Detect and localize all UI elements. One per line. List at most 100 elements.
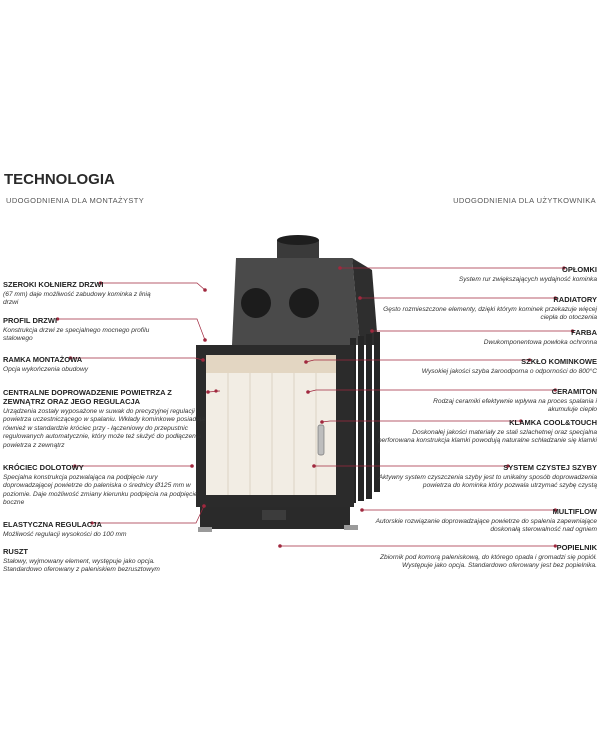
feature-description: Specjalna konstrukcja pozwalająca na pod… <box>3 474 198 507</box>
callout-end-dot <box>506 464 510 468</box>
feature-right-op-omki: OPŁOMKI System rur zwiększających wydajno… <box>397 265 597 284</box>
callout-end-dot <box>99 281 103 285</box>
feature-left-ruszt: RUSZT Stałowy, wyjmowany element, występu… <box>3 547 183 575</box>
callout-end-dot <box>68 356 73 360</box>
installer-subtitle: UDOGODNIENIA DLA MONTAŻYSTY <box>6 196 145 205</box>
flue-pipe <box>277 240 319 260</box>
feature-description: Opcja wykończenia obudowy <box>3 366 89 373</box>
feature-description: Urządzenia zostały wyposażone w suwak do… <box>3 408 205 449</box>
callout-end-dot <box>570 329 575 333</box>
callout-dot <box>320 420 324 424</box>
feature-title: KLAMKA COOL&TOUCH <box>509 418 597 427</box>
feature-description: System rur zwiększających wydajność komi… <box>458 276 597 283</box>
feature-right-szk-o-kominkowe: SZKŁO KOMINKOWE Wysokiej jakości szyba ża… <box>397 357 597 376</box>
feature-title: CENTRALNE DOPROWADZENIE POWIETRZA Z ZEWN… <box>3 388 172 406</box>
side-radiators <box>350 332 380 503</box>
heat-tube-left <box>241 288 271 318</box>
feature-title: PROFIL DRZWI <box>3 316 58 325</box>
callout-dot <box>190 464 194 468</box>
callout-line <box>57 318 206 341</box>
callout-end-dot <box>90 521 94 525</box>
feature-description: Możliwość regulacji wysokości do 100 mm <box>3 531 127 538</box>
feature-left-szeroki-ko-nierz-drzwi: SZEROKI KOŁNIERZ DRZWI (67 mm) daje możli… <box>3 280 163 308</box>
feature-description: Gęsto rozmieszczone elementy, dzięki któ… <box>383 306 597 322</box>
callout-line <box>100 282 206 291</box>
feature-right-radiatory: RADIATORY Gęsto rozmieszczone elementy, d… <box>377 295 597 323</box>
feature-title: SZKŁO KOMINKOWE <box>521 357 597 366</box>
callout-line <box>70 357 204 361</box>
callout-line <box>307 389 556 393</box>
callout-dot <box>206 390 210 394</box>
feature-right-popielnik: POPIELNIK Zbiornik pod komorą paleniskową… <box>367 543 597 571</box>
feature-right-klamka-cool-touch: KLAMKA COOL&TOUCH Doskonałej jakości mate… <box>377 418 597 446</box>
feature-title: POPIELNIK <box>556 543 597 552</box>
feature-description: Konstrukcja drzwi ze specjalnego mocnego… <box>3 327 150 343</box>
callout-dot <box>306 390 310 394</box>
feature-right-farba: FARBA Dwukomponentowa powłoka ochronna <box>397 328 597 347</box>
callout-lines <box>56 266 575 548</box>
ceramic-panels <box>227 373 317 495</box>
feature-description: Rodzaj ceramiki efektywnie wpływa na pro… <box>433 398 597 414</box>
feature-title: RUSZT <box>3 547 28 556</box>
top-hood-side <box>352 258 378 345</box>
feature-title: SZEROKI KOŁNIERZ DRZWI <box>3 280 104 289</box>
feature-title: ELASTYCZNA REGULACJA <box>3 520 102 529</box>
callout-end-dot <box>553 296 557 300</box>
feature-title: RADIATORY <box>553 295 597 304</box>
leg-right <box>344 525 358 530</box>
feature-description: Zbiornik pod komorą paleniskową, do któr… <box>380 554 597 570</box>
callout-end-dot <box>553 388 557 392</box>
feature-description: (67 mm) daje możliwość zabudowy kominka … <box>3 291 151 307</box>
feature-left-kro-ciec-dolotowy: KRÓCIEC DOLOTOWY Specjalna konstrukcja po… <box>3 463 199 508</box>
feature-title: MULTIFLOW <box>552 507 597 516</box>
firebox-baffle <box>206 355 336 373</box>
feature-right-ceramiton: CERAMITON Rodzaj ceramiki efektywnie wpły… <box>417 387 597 415</box>
feature-description: Wysokiej jakości szyba żaroodporna o odp… <box>421 368 597 375</box>
callout-dot <box>278 544 282 548</box>
user-subtitle: UDOGODNIENIA DLA UŻYTKOWNIKA <box>453 196 596 205</box>
callout-end-dot <box>519 419 523 423</box>
callout-line <box>92 505 205 524</box>
feature-title: RAMKA MONTAŻOWA <box>3 355 83 364</box>
feature-title: OPŁOMKI <box>562 265 597 274</box>
door-handle <box>317 424 325 456</box>
callout-dot <box>312 464 316 468</box>
callout-dot <box>360 508 364 512</box>
callout-end-dot <box>214 389 218 393</box>
feature-description: Aktywny system czyszczenia szyby jest to… <box>378 474 597 490</box>
feature-right-system-czystej-szyby: SYSTEM CZYSTEJ SZYBY Aktywny system czysz… <box>377 463 597 491</box>
feature-description: Dwukomponentowa powłoka ochronna <box>483 339 597 346</box>
feature-description: Stałowy, wyjmowany element, występuje ja… <box>3 558 160 574</box>
feature-title: CERAMITON <box>551 387 597 396</box>
feature-description: Autorskie rozwiązanie doprowadzające pow… <box>375 518 597 534</box>
feature-title: SYSTEM CZYSTEJ SZYBY <box>503 463 597 472</box>
leg-left <box>198 527 212 532</box>
feature-left-ramka-montaz-owa: RAMKA MONTAŻOWA Opcja wykończenia obudowy <box>3 355 163 374</box>
callout-dot <box>203 288 207 292</box>
callout-line <box>305 359 530 363</box>
callout-dot <box>203 338 207 342</box>
callout-end-dot <box>553 544 557 548</box>
page-title: TECHNOLOGIA <box>4 171 115 188</box>
callout-dot <box>201 358 205 362</box>
feature-left-centralne-doprowadzenie-powiet: CENTRALNE DOPROWADZENIE POWIETRZA Z ZEWN… <box>3 388 213 450</box>
callout-dot <box>338 266 342 270</box>
callout-dot <box>202 504 206 508</box>
callout-dot <box>304 360 308 364</box>
callout-dot <box>358 296 362 300</box>
feature-left-elastyczna-regulacja: ELASTYCZNA REGULACJA Możliwość regulacji … <box>3 520 163 539</box>
callout-end-dot <box>562 266 566 270</box>
feature-description: Doskonałej jakości materiały ze stali sz… <box>377 429 597 445</box>
callout-end-dot <box>73 464 77 468</box>
flue-opening <box>277 235 319 245</box>
feature-title: FARBA <box>571 328 597 337</box>
callout-end-dot <box>527 358 532 362</box>
callout-line <box>321 420 521 423</box>
callout-end-dot <box>553 508 557 512</box>
feature-title: KRÓCIEC DOLOTOWY <box>3 463 84 472</box>
callout-end-dot <box>56 317 60 321</box>
ash-drawer <box>262 510 286 520</box>
callout-dot <box>370 329 374 333</box>
heat-tube-right <box>289 288 319 318</box>
